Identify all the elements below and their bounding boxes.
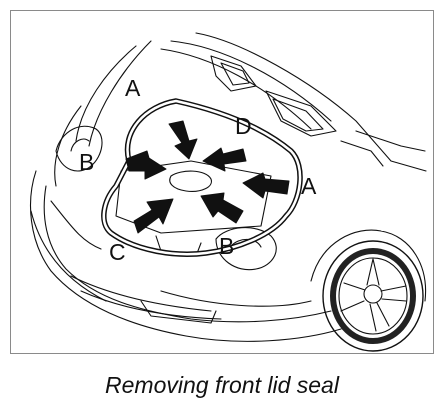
car-front-lid-drawing bbox=[29, 32, 427, 352]
front-wheel bbox=[310, 229, 427, 352]
arrow-top bbox=[168, 120, 198, 160]
callout-a-right: A bbox=[301, 173, 317, 199]
arrow-c bbox=[133, 198, 174, 234]
callout-b-bottom: B bbox=[219, 233, 235, 259]
callout-c: C bbox=[109, 239, 126, 265]
arrow-d bbox=[202, 147, 247, 172]
push-arrows bbox=[125, 120, 290, 234]
callout-b-left: B bbox=[79, 149, 95, 175]
figure-frame: A D B A C B bbox=[10, 10, 434, 354]
arrow-left bbox=[125, 150, 167, 180]
callout-a-top: A bbox=[125, 75, 141, 101]
arrow-b-bottom bbox=[200, 192, 244, 224]
arrow-right-a bbox=[242, 172, 290, 199]
figure-caption: Removing front lid seal bbox=[105, 372, 339, 398]
callout-d: D bbox=[235, 113, 252, 139]
